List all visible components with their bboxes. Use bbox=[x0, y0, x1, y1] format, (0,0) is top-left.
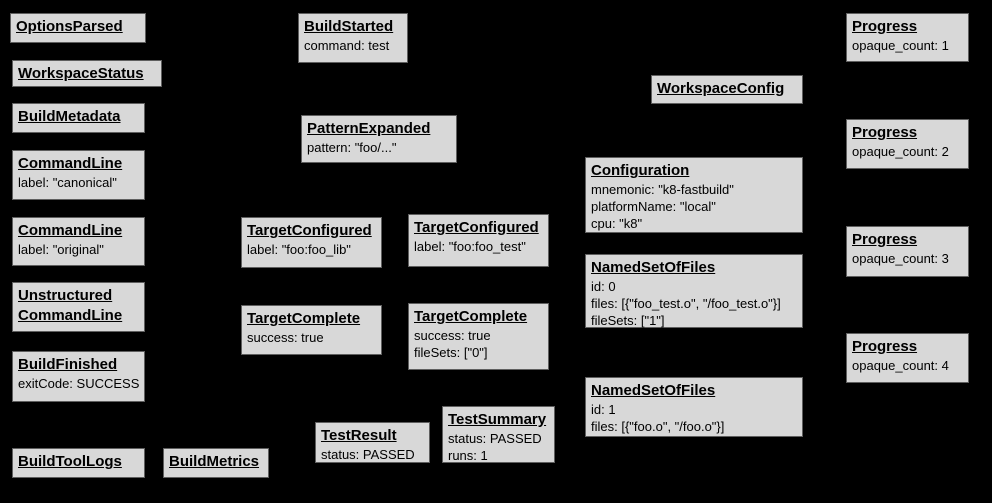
event-node-workspace-config: WorkspaceConfig bbox=[651, 75, 803, 104]
event-node-test-summary: TestSummary status: PASSED runs: 1 bbox=[442, 406, 555, 463]
event-node-attr: opaque_count: 1 bbox=[852, 38, 949, 53]
event-node-command-line: CommandLine label: "canonical" bbox=[12, 150, 145, 200]
event-node-title: Progress bbox=[852, 338, 918, 355]
event-node-attr: fileSets: ["0"] bbox=[414, 345, 488, 360]
event-node-target-configured: TargetConfigured label: "foo:foo_lib" bbox=[241, 217, 382, 268]
event-node-target-complete: TargetComplete success: true bbox=[241, 305, 382, 355]
event-node-title: TestSummary bbox=[448, 411, 547, 428]
event-node-title: Unstructured CommandLine bbox=[18, 287, 123, 324]
event-node-progress: Progress opaque_count: 2 bbox=[846, 119, 969, 169]
event-node-build-tool-logs: BuildToolLogs bbox=[12, 448, 145, 478]
event-node-attr: opaque_count: 4 bbox=[852, 358, 949, 373]
event-node-test-result: TestResult status: PASSED bbox=[315, 422, 430, 463]
event-node-attr: success: true bbox=[414, 328, 491, 343]
event-node-attr: id: 1 bbox=[591, 402, 616, 417]
event-node-progress: Progress opaque_count: 1 bbox=[846, 13, 969, 62]
event-node-attr: label: "canonical" bbox=[18, 175, 117, 190]
event-node-target-complete: TargetComplete success: true fileSets: ["0… bbox=[408, 303, 549, 370]
event-node-title: Progress bbox=[852, 18, 918, 35]
event-node-build-started: BuildStarted command: test bbox=[298, 13, 408, 63]
event-node-title: CommandLine bbox=[18, 155, 123, 172]
event-node-title: TargetComplete bbox=[414, 308, 528, 325]
event-node-title: TargetComplete bbox=[247, 310, 361, 327]
event-node-options-parsed: OptionsParsed bbox=[10, 13, 146, 43]
event-node-progress: Progress opaque_count: 4 bbox=[846, 333, 969, 383]
event-node-attr: label: "foo:foo_lib" bbox=[247, 242, 351, 257]
event-node-title: BuildStarted bbox=[304, 18, 394, 35]
event-node-attr: exitCode: SUCCESS bbox=[18, 376, 140, 391]
event-node-attr: files: [{"foo.o", "/foo.o"}] bbox=[591, 419, 725, 434]
event-node-title: CommandLine bbox=[18, 222, 123, 239]
event-node-attr: label: "original" bbox=[18, 242, 104, 257]
event-node-named-set-of-files: NamedSetOfFiles id: 1 files: [{"foo.o", "/… bbox=[585, 377, 803, 437]
event-node-attr: runs: 1 bbox=[448, 448, 488, 463]
event-node-title: Progress bbox=[852, 124, 918, 141]
event-node-named-set-of-files: NamedSetOfFiles id: 0 files: [{"foo_test.o… bbox=[585, 254, 803, 328]
event-node-attr: cpu: "k8" bbox=[591, 216, 643, 231]
event-node-attr: opaque_count: 2 bbox=[852, 144, 949, 159]
event-node-attr: success: true bbox=[247, 330, 324, 345]
event-node-title: BuildToolLogs bbox=[18, 453, 122, 470]
event-node-attr: files: [{"foo_test.o", "/foo_test.o"}] bbox=[591, 296, 781, 311]
event-node-title: TargetConfigured bbox=[414, 219, 539, 236]
event-node-title: WorkspaceStatus bbox=[18, 65, 144, 82]
event-node-title: Progress bbox=[852, 231, 918, 248]
event-node-title: TargetConfigured bbox=[247, 222, 372, 239]
event-node-attr: status: PASSED bbox=[321, 447, 415, 462]
event-node-attr: label: "foo:foo_test" bbox=[414, 239, 526, 254]
event-node-progress: Progress opaque_count: 3 bbox=[846, 226, 969, 277]
event-node-unstructured-command-line: Unstructured CommandLine bbox=[12, 282, 145, 332]
event-node-command-line: CommandLine label: "original" bbox=[12, 217, 145, 266]
event-node-build-metadata: BuildMetadata bbox=[12, 103, 145, 133]
event-node-target-configured: TargetConfigured label: "foo:foo_test" bbox=[408, 214, 549, 267]
event-node-attr: pattern: "foo/..." bbox=[307, 140, 397, 155]
event-node-pattern-expanded: PatternExpanded pattern: "foo/..." bbox=[301, 115, 457, 163]
event-node-title: BuildMetrics bbox=[169, 453, 260, 470]
event-node-attr: fileSets: ["1"] bbox=[591, 313, 665, 328]
event-node-title: TestResult bbox=[321, 427, 397, 444]
event-node-title: OptionsParsed bbox=[16, 18, 123, 35]
event-node-attr: platformName: "local" bbox=[591, 199, 716, 214]
event-node-build-finished: BuildFinished exitCode: SUCCESS bbox=[12, 351, 145, 402]
event-node-title: Configuration bbox=[591, 162, 690, 179]
event-node-attr: status: PASSED bbox=[448, 431, 542, 446]
event-node-build-metrics: BuildMetrics bbox=[163, 448, 269, 478]
event-node-title: BuildFinished bbox=[18, 356, 118, 373]
event-node-title: WorkspaceConfig bbox=[657, 80, 785, 97]
event-node-title: NamedSetOfFiles bbox=[591, 259, 716, 276]
event-node-workspace-status: WorkspaceStatus bbox=[12, 60, 162, 87]
event-node-attr: mnemonic: "k8-fastbuild" bbox=[591, 182, 734, 197]
event-node-attr: command: test bbox=[304, 38, 390, 53]
event-node-title: NamedSetOfFiles bbox=[591, 382, 716, 399]
event-node-configuration: Configuration mnemonic: "k8-fastbuild" pla… bbox=[585, 157, 803, 233]
event-node-attr: id: 0 bbox=[591, 279, 616, 294]
event-node-attr: opaque_count: 3 bbox=[852, 251, 949, 266]
event-node-title: PatternExpanded bbox=[307, 120, 431, 137]
event-node-title: BuildMetadata bbox=[18, 108, 121, 125]
